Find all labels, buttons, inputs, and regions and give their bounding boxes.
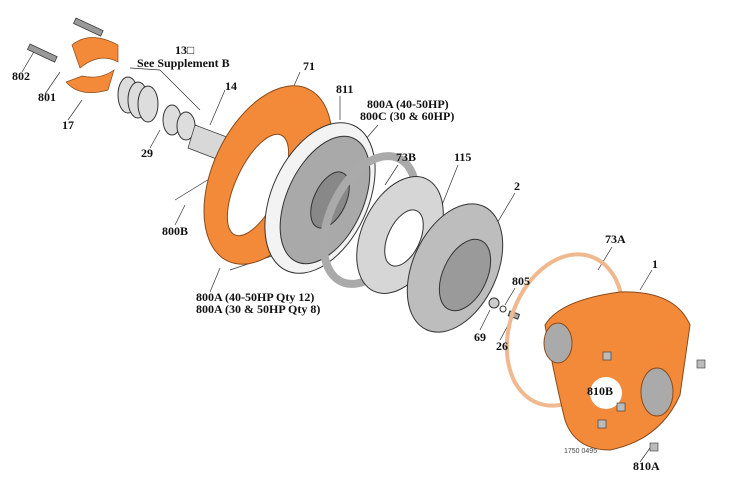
label-811: 811 [336,82,354,96]
pump-casing [544,291,691,451]
label-2: 2 [514,179,520,193]
label-802: 802 [12,69,30,83]
label-17: 17 [62,118,74,132]
label-26: 26 [496,339,508,353]
casing-plugs [597,351,706,452]
label-73b: 73B [396,150,417,164]
label-800a-qty12: 800A (40-50HP Qty 12) [196,290,315,304]
drawing-code: 1750 0495 [564,448,598,455]
label-13: 13□ [175,43,195,57]
label-14: 14 [225,79,237,93]
label-800a-qty8: 800A (30 & 50HP Qty 8) [196,302,321,316]
label-73a: 73A [605,232,626,246]
label-1: 1 [652,257,658,271]
label-800a-40-50hp: 800A (40-50HP) [367,97,449,111]
label-805: 805 [512,274,530,288]
label-810a: 810A [633,459,660,473]
seal-rings [117,76,196,141]
label-801: 801 [38,90,56,104]
label-69: 69 [474,330,486,344]
bolts-left [26,17,104,63]
label-29: 29 [141,146,153,160]
label-800b: 800B [162,224,189,238]
coupling-halves [65,37,119,93]
label-115: 115 [454,150,472,164]
label-800c: 800C (30 & 60HP) [360,109,455,123]
label-see-supplement-b: See Supplement B [137,56,230,70]
label-810b: 810B [587,384,614,398]
label-71: 71 [303,59,315,73]
